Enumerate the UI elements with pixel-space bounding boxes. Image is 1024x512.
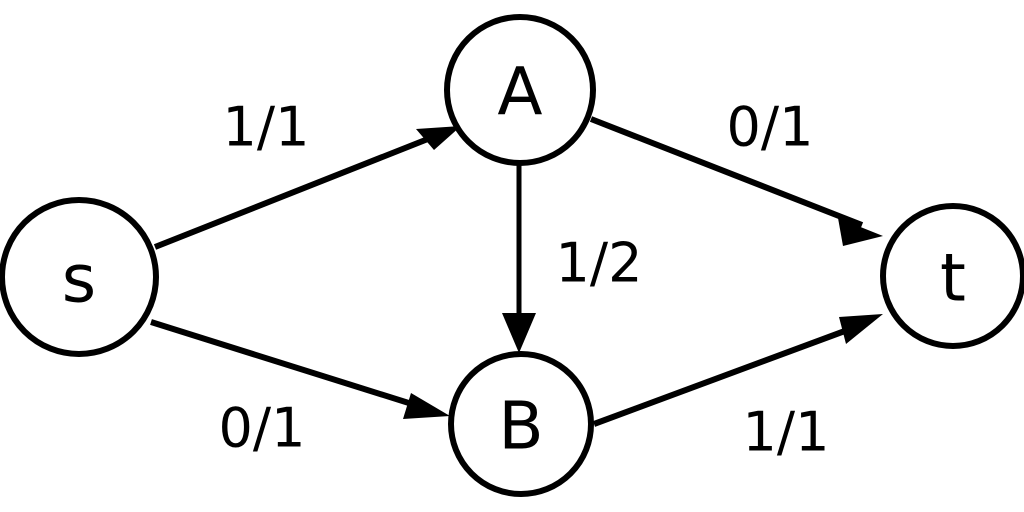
edge-label-A-t: 0/1 (727, 96, 814, 159)
edge-label-A-B: 1/2 (556, 232, 643, 295)
node-B[interactable]: B (448, 351, 594, 497)
node-s[interactable]: s (0, 197, 159, 357)
arrowhead-s-B (403, 393, 450, 419)
arrowhead-s-A (416, 126, 461, 150)
node-label-A: A (497, 54, 542, 131)
edge-label-B-t: 1/1 (743, 401, 830, 464)
edge-A-to-B: 1/2 (502, 165, 642, 353)
edge-s-to-B: 0/1 (150, 319, 450, 460)
node-label-s: s (62, 241, 96, 318)
node-circle-A[interactable] (444, 14, 596, 166)
edge-B-to-t: 1/1 (592, 314, 883, 464)
node-circle-t[interactable] (880, 203, 1024, 349)
edge-s-to-A: 1/1 (153, 96, 461, 250)
node-A[interactable]: A (444, 14, 596, 166)
node-circle-B[interactable] (448, 351, 594, 497)
node-circle-s[interactable] (0, 197, 159, 357)
edge-line-B-t (592, 322, 863, 427)
edge-line-A-t (589, 116, 864, 228)
edge-label-s-A: 1/1 (223, 96, 310, 159)
node-label-t: t (940, 240, 966, 317)
arrowhead-A-B (502, 313, 536, 353)
edge-label-s-B: 0/1 (219, 397, 306, 460)
arrowhead-A-t (838, 218, 883, 246)
node-label-B: B (498, 388, 543, 465)
arrowhead-B-t (839, 314, 883, 344)
node-t[interactable]: t (880, 203, 1024, 349)
edge-line-s-B (150, 319, 432, 413)
edge-A-to-t: 0/1 (589, 96, 883, 246)
edge-line-s-A (153, 130, 445, 250)
